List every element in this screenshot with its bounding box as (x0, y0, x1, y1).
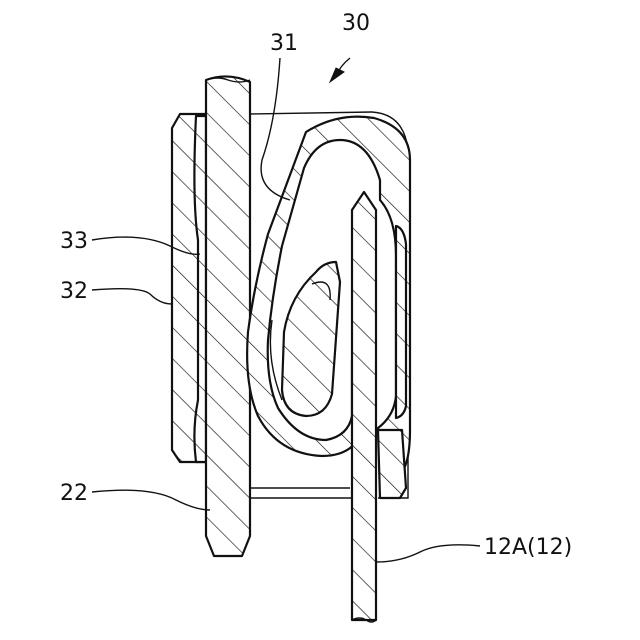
leader-lines (92, 58, 480, 562)
leader-31 (261, 58, 290, 200)
right-flange (378, 226, 406, 498)
spring-contact-31 (247, 117, 410, 478)
label-22: 22 (60, 481, 88, 506)
leader-12A (376, 545, 480, 562)
label-32: 32 (60, 279, 88, 304)
label-33: 33 (60, 229, 88, 254)
label-31: 31 (270, 31, 298, 56)
leader-22 (92, 490, 210, 510)
arrow-head-30 (330, 68, 344, 82)
terminal-12A (352, 192, 376, 620)
label-12A: 12A(12) (484, 535, 572, 560)
leader-32 (92, 289, 172, 304)
pin-22 (206, 76, 250, 556)
label-30: 30 (342, 11, 370, 36)
